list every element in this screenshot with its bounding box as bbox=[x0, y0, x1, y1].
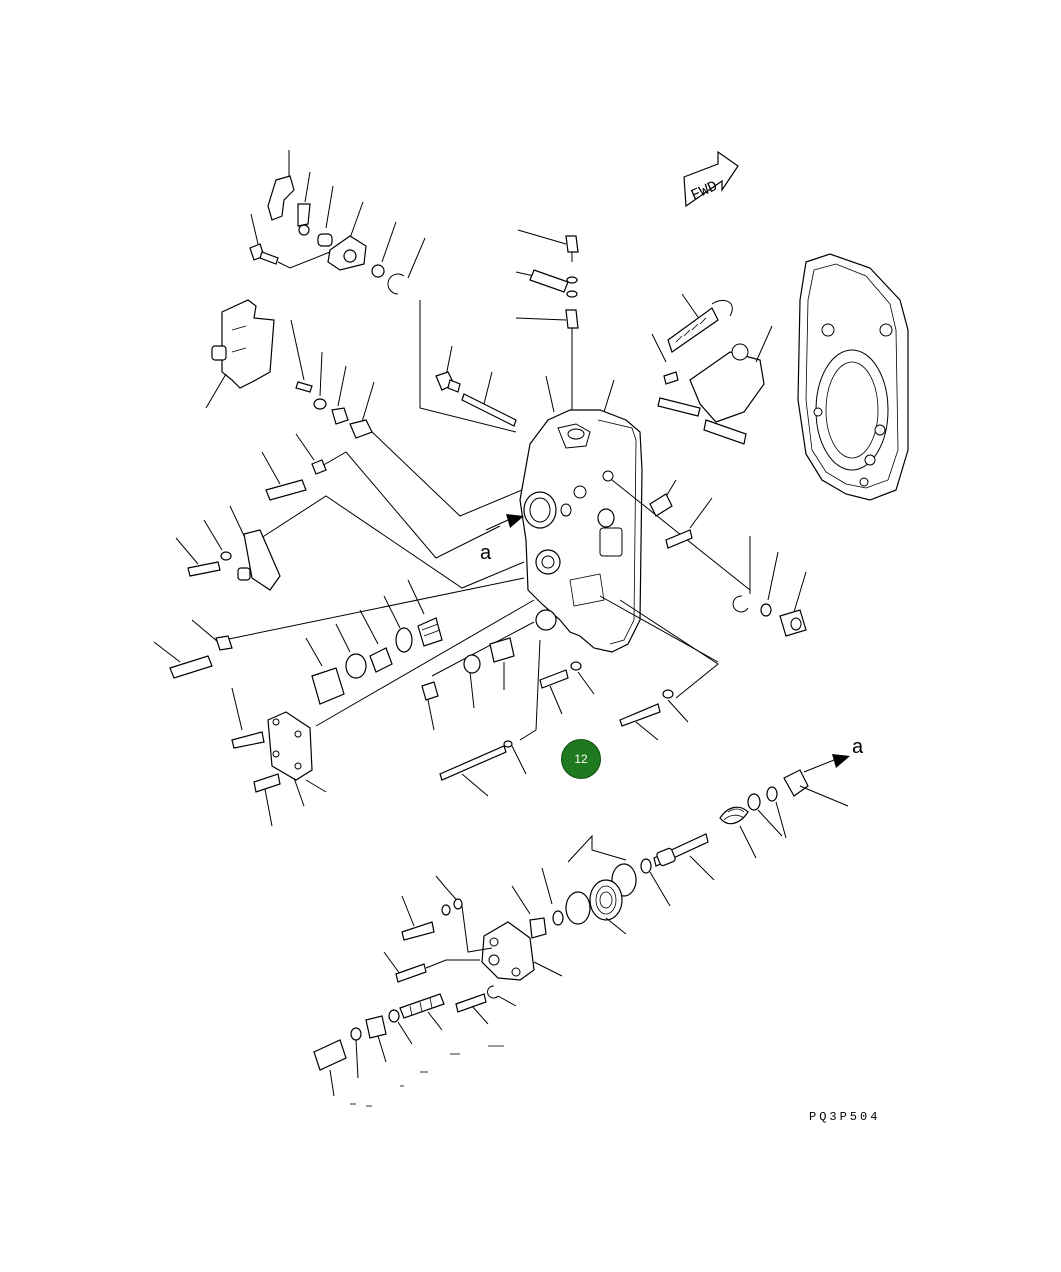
drawing-code: PQ3P504 bbox=[809, 1110, 881, 1124]
diaphragm-group bbox=[511, 834, 637, 939]
view-arrow-right bbox=[803, 754, 850, 773]
lever-assembly-right bbox=[651, 293, 773, 445]
view-label-a-left: a bbox=[480, 542, 492, 564]
callout-marker[interactable]: 12 bbox=[561, 739, 601, 779]
view-arrow-left bbox=[485, 514, 524, 531]
housing-cover-right bbox=[797, 253, 909, 501]
bottom-parts-row bbox=[313, 985, 517, 1107]
lever-assembly-top bbox=[249, 150, 426, 295]
lower-shaft-assembly bbox=[640, 769, 849, 907]
plug-stack-left bbox=[305, 579, 443, 705]
governor-housing bbox=[519, 375, 643, 653]
bushings-center bbox=[421, 637, 515, 731]
cover-plate-left bbox=[231, 687, 327, 827]
small-parts-left bbox=[261, 319, 375, 501]
lower-left-housing bbox=[383, 875, 563, 983]
bracket-left bbox=[205, 299, 275, 409]
leader-lines bbox=[223, 300, 751, 741]
fwd-direction-arrow: FWD bbox=[683, 150, 739, 208]
left-plate-assembly bbox=[175, 505, 281, 591]
small-bolts-right bbox=[649, 479, 807, 637]
studs-left bbox=[153, 619, 233, 679]
top-center-bolts bbox=[515, 229, 579, 430]
long-bolts-center bbox=[439, 661, 689, 797]
view-label-a-right: a bbox=[852, 736, 864, 758]
